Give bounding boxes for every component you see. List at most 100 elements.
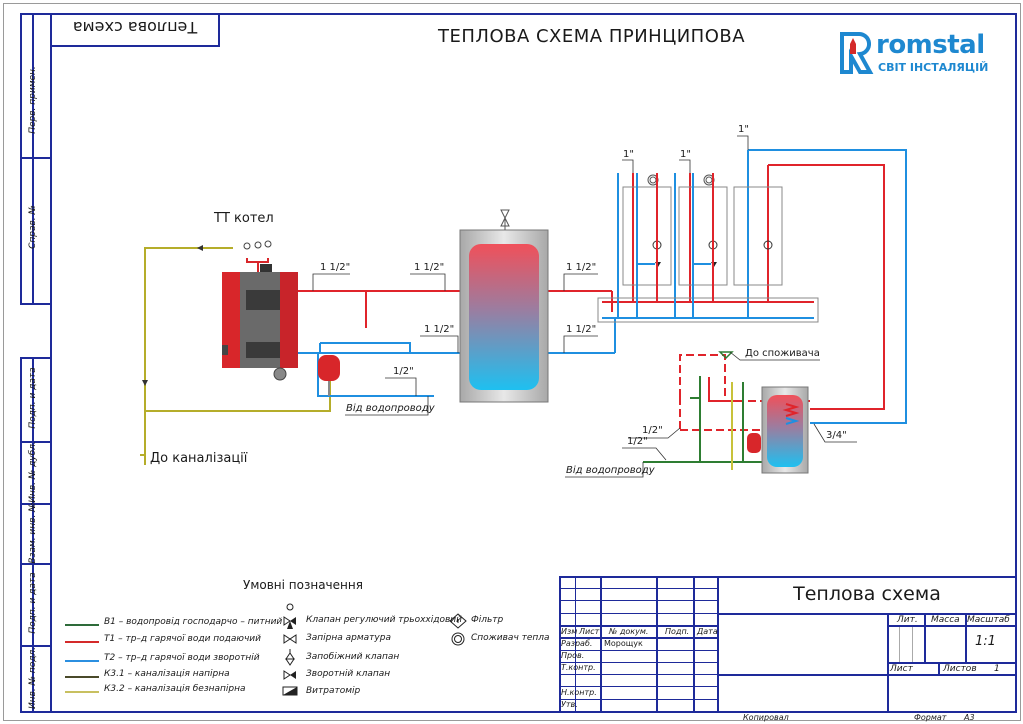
- legend-symbol-label: Витратомір: [306, 686, 361, 696]
- legend-symbol-label: Фільтр: [471, 615, 504, 625]
- tb-vline: [965, 613, 967, 663]
- pipe-size-label: 1 1/2": [320, 262, 351, 273]
- tb-vline: [656, 576, 658, 713]
- heat-consumer-icon: [451, 632, 465, 646]
- tb-hline: [559, 650, 719, 651]
- tb-header-podp: Подп.: [665, 627, 690, 636]
- tb-sheets-value: 1: [994, 664, 1000, 674]
- legend-symbols: [282, 603, 467, 696]
- pipe-size-label: 1": [738, 124, 749, 135]
- water-supply-label-2: Від водопроводу: [566, 465, 655, 476]
- dhw-tank: [761, 386, 809, 474]
- side-stamp-row-divider: [20, 503, 52, 505]
- water-supply-label-1: Від водопроводу: [346, 403, 435, 414]
- legend-line-swatch: [65, 624, 99, 626]
- tb-row-label: Т.контр.: [561, 663, 596, 672]
- tb-vline: [600, 576, 602, 713]
- top-left-stamp: [50, 13, 220, 47]
- legend-line-swatch: [65, 691, 99, 693]
- legend-symbol-label: Запірна арматура: [306, 633, 391, 643]
- tb-scale-label: Масштаб: [967, 615, 1010, 625]
- consumer-label: До споживача: [745, 348, 820, 359]
- tb-sheet-label: Лист: [890, 664, 913, 674]
- legend-line-swatch: [65, 660, 99, 662]
- size-leaders: [312, 135, 857, 478]
- tb-row-label: Пров.: [561, 651, 585, 660]
- pipe-size-label: 1 1/2": [424, 324, 455, 335]
- tb-header-izm: Изм: [561, 627, 578, 636]
- tb-hline: [887, 625, 1017, 627]
- legend-line-label: Т2 – тр–д гарячої води зворотній: [104, 653, 260, 663]
- legend-line-label: В1 – водопровід господарчо – питний: [104, 617, 283, 627]
- tb-header-date: Дата: [697, 627, 718, 636]
- tb-hline: [559, 613, 719, 614]
- boiler-label: ТТ котел: [214, 211, 274, 226]
- legend-line-swatch: [65, 641, 99, 643]
- tb-scale-value: 1:1: [975, 634, 996, 649]
- side-stamp-top: [20, 13, 52, 305]
- sewer-label: До каналізації: [150, 451, 248, 466]
- side-stamp-row-divider: [20, 645, 52, 647]
- pump-group-1: [622, 174, 672, 286]
- pipe-size-label: 1 1/2": [566, 324, 597, 335]
- manometer-icon: [254, 241, 262, 249]
- tb-vline: [924, 613, 926, 663]
- tb-header-list: Лист: [579, 627, 600, 636]
- check-valve-icon: [283, 670, 296, 680]
- romstal-r-logo-icon: [840, 31, 874, 74]
- tb-hline: [717, 674, 1017, 676]
- tb-hline: [559, 625, 719, 627]
- flow-arrow: [142, 380, 148, 386]
- pipe-size-label: 1/2": [642, 425, 663, 436]
- side-stamp-row-divider: [20, 563, 52, 565]
- tb-format-label: Формат: [914, 713, 947, 722]
- pipe-size-label: 1/2": [393, 366, 414, 377]
- tb-hline: [559, 588, 719, 589]
- pipe-size-label: 1 1/2": [414, 262, 445, 273]
- dhw-circuit: [643, 354, 810, 470]
- distribution-manifold: [597, 297, 819, 323]
- legend-symbol-label: Зворотній клапан: [306, 669, 391, 679]
- page-title: ТЕПЛОВА СХЕМА ПРИНЦИПОВА: [438, 26, 746, 47]
- tb-mass-label: Масса: [931, 615, 960, 625]
- tb-sheets-label: Листов: [943, 664, 977, 674]
- tb-row-label: Разраб.: [561, 639, 593, 648]
- title-block-border: [559, 576, 1017, 713]
- flowmeter-icon: [282, 686, 298, 696]
- tb-vline: [912, 627, 913, 662]
- tb-hline: [559, 637, 719, 639]
- tb-vline: [575, 576, 576, 713]
- return-pipes: [298, 149, 907, 424]
- legend-symbol-label: Запобіжний клапан: [306, 652, 400, 662]
- side-stamp-bottom: [20, 357, 52, 713]
- pump-group-return-risers: [636, 173, 711, 318]
- side-stamp-top-row: [20, 157, 52, 159]
- solid-fuel-boiler: [222, 264, 298, 381]
- side-stamp-row-divider: [20, 441, 52, 443]
- buffer-tank: [459, 209, 549, 403]
- tb-hline: [717, 613, 1017, 615]
- pipe-size-label: 3/4": [826, 430, 847, 441]
- thermometer-icon: [264, 240, 272, 248]
- tb-vline: [899, 627, 900, 662]
- tb-row-label: Н.контр.: [561, 688, 597, 697]
- tb-header-doc: № докум.: [609, 627, 649, 636]
- pipe-size-label: 1 1/2": [566, 262, 597, 273]
- supply-pipes: [298, 164, 885, 410]
- tb-hline: [559, 600, 719, 601]
- tb-format-value: А3: [964, 713, 975, 722]
- pressure-gauge-icon: [243, 242, 251, 250]
- tb-vline: [717, 576, 719, 713]
- sheet-outer-border: [3, 3, 1021, 721]
- legend-symbol-label: Споживач тепла: [471, 633, 550, 643]
- pipe-size-label: 1": [623, 149, 634, 160]
- tb-row-label: Утв.: [561, 700, 578, 709]
- logo-tagline: СВІТ ІНСТАЛЯЦІЙ: [878, 61, 989, 74]
- legend-line-label: Т1 – тр–д гарячої води подаючий: [104, 634, 262, 644]
- tb-vline: [693, 576, 695, 713]
- tb-developer: Морощук: [604, 639, 643, 648]
- tb-hline: [559, 662, 719, 663]
- tb-copied-label: Копировал: [743, 713, 789, 722]
- legend-line-label: К3.2 – каналізація безнапірна: [104, 684, 246, 694]
